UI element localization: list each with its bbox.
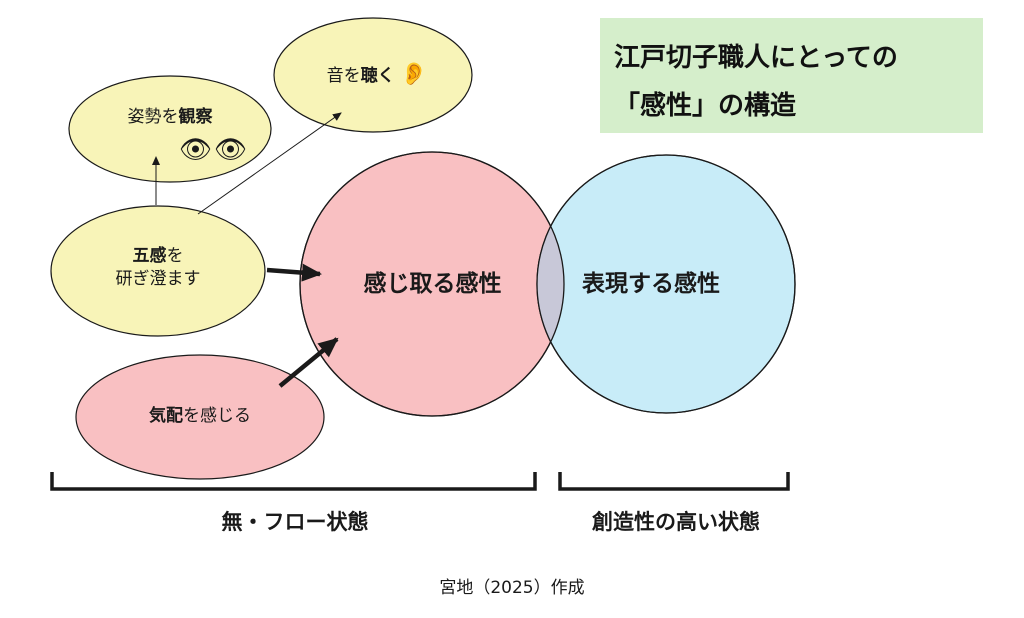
title-box: 江戸切子職人にとっての 「感性」の構造 [600,18,983,133]
listen-ellipse [273,17,473,133]
title-line-1: 江戸切子職人にとっての [614,43,898,73]
title-line-2: 「感性」の構造 [614,91,797,121]
arrow-aura-to-feel [278,337,339,388]
listen-label: 音を聴く 👂 [326,62,428,87]
aura-label: 気配を感じる [149,406,251,426]
senses-ellipse [50,205,266,337]
express-label: 表現する感性 [582,271,720,297]
right-bracket [558,472,790,491]
arrow-to-listen [197,112,342,215]
feel-label: 感じ取る感性 [363,271,502,297]
observe-label: 姿勢を観察 [127,107,213,127]
senses-label: 五感を 研ぎ澄ます [115,246,201,289]
eyes-icon: 👁👁 [178,135,249,165]
source-caption: 宮地（2025）作成 [439,578,585,598]
left-bracket-label: 無・フロー状態 [221,510,369,534]
aura-ellipse [75,354,325,480]
right-bracket-label: 創造性の高い状態 [592,510,760,534]
left-bracket [50,472,537,491]
ear-icon: 👂 [400,62,428,87]
observe-ellipse [68,75,272,183]
arrow-senses-to-feel [266,263,322,282]
